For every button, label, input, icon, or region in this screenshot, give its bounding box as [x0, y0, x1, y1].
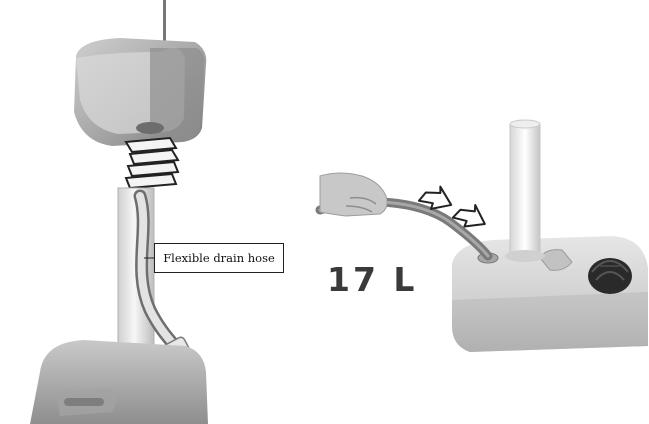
hand	[319, 172, 388, 217]
standpipe	[509, 123, 541, 257]
double-outline-arrow-right-icon	[417, 185, 486, 228]
left-panel	[30, 0, 208, 424]
flexible-drain-hose-label: Flexible drain hose	[154, 243, 284, 273]
right-panel	[315, 119, 648, 352]
water-tank-left	[30, 340, 208, 424]
tank-cap	[588, 258, 632, 294]
support-rod	[163, 0, 166, 48]
tank-capacity-label: 17 L	[327, 260, 418, 299]
spring-connector	[124, 136, 180, 190]
sink-basin	[74, 38, 207, 146]
